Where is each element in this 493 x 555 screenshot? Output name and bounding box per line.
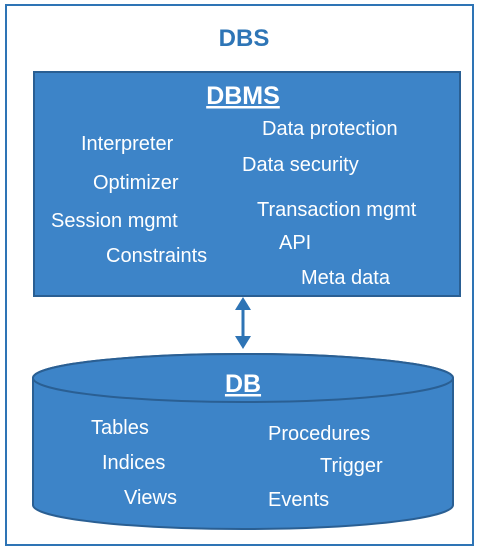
db-item-tables: Tables	[91, 417, 149, 439]
arrow-head-down	[235, 336, 251, 349]
db-item-views: Views	[124, 487, 177, 509]
db-item-events: Events	[268, 489, 329, 511]
dbms-item-session-mgmt: Session mgmt	[51, 210, 178, 232]
db-cylinder-top	[32, 353, 454, 403]
db-cylinder	[32, 353, 454, 530]
dbms-item-constraints: Constraints	[106, 245, 207, 267]
dbms-item-optimizer: Optimizer	[93, 172, 179, 194]
db-title: DB	[225, 370, 261, 398]
dbms-item-api: API	[279, 232, 311, 254]
arrow-head-up	[235, 297, 251, 310]
dbms-item-data-security: Data security	[242, 154, 359, 176]
db-item-indices: Indices	[102, 452, 165, 474]
bidirectional-arrow	[235, 297, 251, 349]
dbms-item-transaction-mgmt: Transaction mgmt	[257, 199, 417, 221]
dbms-item-meta-data: Meta data	[301, 267, 391, 289]
dbms-item-interpreter: Interpreter	[81, 133, 174, 155]
dbs-title: DBS	[219, 25, 270, 52]
dbms-item-data-protection: Data protection	[262, 118, 398, 140]
db-item-procedures: Procedures	[268, 423, 370, 445]
dbms-title: DBMS	[206, 82, 280, 110]
db-item-trigger: Trigger	[320, 455, 383, 477]
dbms-box	[33, 71, 461, 297]
